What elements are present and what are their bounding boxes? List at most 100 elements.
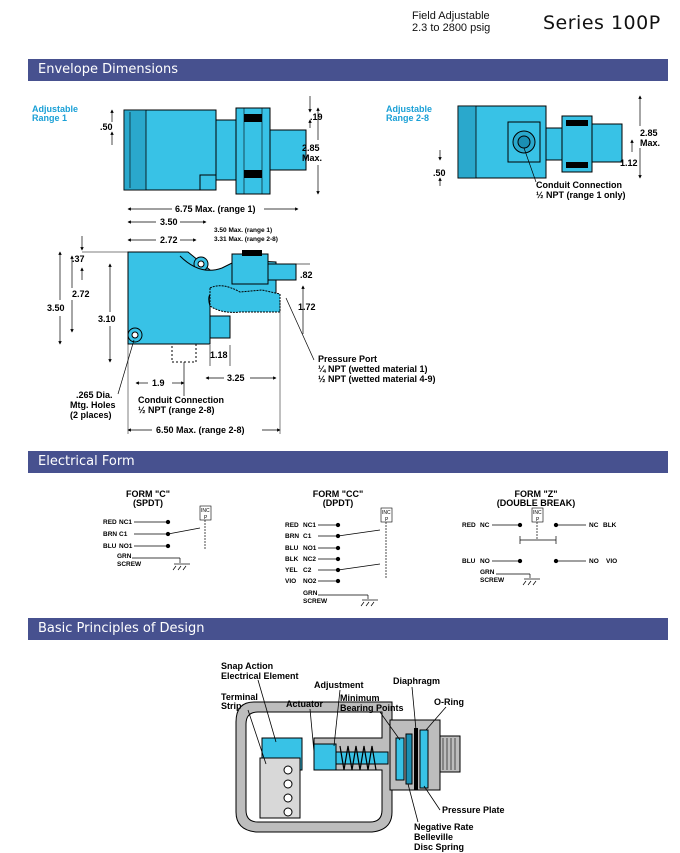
conduit-bot-1: Conduit Connection: [138, 395, 224, 405]
form-cc-grn: GRN: [303, 590, 318, 597]
conduit-top-2: ½ NPT (range 1 only): [536, 190, 626, 200]
range1-label-1: Adjustable: [32, 104, 78, 114]
form-z-inc: INC: [533, 510, 542, 516]
label-minimum-2: Bearing Points: [340, 703, 404, 713]
form-z-title: FORM "Z": [514, 489, 557, 499]
form-cc-row-6-color: VIO: [285, 578, 296, 585]
terminal-strip: [259, 757, 301, 819]
section-electrical-form: Electrical Form: [28, 451, 668, 473]
form-z-no-right: NO: [589, 558, 599, 565]
dim-50b: .50: [433, 168, 446, 178]
form-z-nc-left: NC: [480, 522, 490, 529]
label-oring: O-Ring: [434, 697, 464, 707]
form-cc-row-6-term: NO2: [303, 578, 317, 585]
dim-650: 6.50 Max. (range 2-8): [156, 425, 245, 435]
range28-label-1: Adjustable: [386, 104, 432, 114]
dim-350: 3.50: [160, 217, 178, 227]
form-z-nc-right: NC: [589, 522, 599, 529]
form-c-row-2-term: C1: [119, 531, 128, 538]
form-cc-row-2-color: BRN: [285, 533, 299, 540]
form-c-row-2-color: BRN: [103, 531, 117, 538]
dim-172: 1.72: [298, 302, 316, 312]
series-title: Series 100P: [543, 12, 661, 34]
form-z-p: P: [536, 517, 540, 523]
label-negative-2: Belleville: [414, 832, 453, 842]
range28-switch-body: [457, 105, 623, 179]
form-z-red: RED: [462, 522, 476, 529]
dim-82: .82: [300, 270, 313, 280]
form-c-inc: INC: [201, 508, 210, 514]
form-c-screw: SCREW: [117, 561, 142, 568]
dim-272: 2.72: [160, 235, 178, 245]
form-z-blk: BLK: [603, 522, 617, 529]
label-terminal-1: Terminal: [221, 692, 258, 702]
form-z-screw: SCREW: [480, 577, 505, 584]
holes-2: Mtg. Holes: [70, 400, 116, 410]
pressure-port-2: ¼ NPT (wetted material 1): [318, 364, 428, 374]
label-actuator: Actuator: [286, 699, 323, 709]
main-switch-body: [127, 250, 297, 363]
label-pressure-plate: Pressure Plate: [442, 805, 505, 815]
label-terminal-2: Strip: [221, 701, 242, 711]
dim-675: 6.75 Max. (range 1): [175, 204, 256, 214]
dim-325: 3.25: [227, 373, 245, 383]
header-subtitle: Field Adjustable 2.3 to 2800 psig: [412, 10, 490, 34]
envelope-drawing: Adjustable Range 1 .50 .19 2.85 Max. Adj…: [32, 95, 660, 435]
form-c-grn: GRN: [117, 553, 132, 560]
form-c-row-3-term: NO1: [119, 543, 133, 550]
form-z-sub: (DOUBLE BREAK): [497, 498, 576, 508]
dim-285: 2.85: [302, 143, 320, 153]
form-z-no-left: NO: [480, 558, 490, 565]
form-cc-screw: SCREW: [303, 598, 328, 605]
dim-331: 3.31 Max. (range 2-8): [214, 236, 278, 243]
dim-112: 1.12: [620, 158, 638, 168]
form-c-row-3-color: BLU: [103, 543, 117, 550]
range1-switch-body: [123, 107, 307, 195]
conduit-bot-2: ½ NPT (range 2-8): [138, 405, 215, 415]
form-cc-row-1-term: NC1: [303, 522, 316, 529]
form-c-sub: (SPDT): [133, 498, 163, 508]
label-negative-1: Negative Rate: [414, 822, 474, 832]
dim-350-range1: 3.50 Max. (range 1): [214, 227, 272, 234]
leader-lines: [247, 679, 447, 823]
form-c-title: FORM "C": [126, 489, 170, 499]
header-line2: 2.3 to 2800 psig: [412, 22, 491, 34]
pressure-port-3: ½ NPT (wetted material 4-9): [318, 374, 436, 384]
label-snap-2: Electrical Element: [221, 671, 299, 681]
form-c-row-1-term: NC1: [119, 519, 132, 526]
label-negative-3: Disc Spring: [414, 842, 464, 852]
dim-118: 1.18: [210, 350, 228, 360]
dim-19: .19: [310, 112, 323, 122]
form-cc-row-4-color: BLK: [285, 556, 299, 563]
form-c-row-1-color: RED: [103, 519, 117, 526]
form-cc-inc: INC: [382, 510, 391, 516]
holes-1: .265 Dia.: [76, 390, 113, 400]
section-envelope-dimensions: Envelope Dimensions: [28, 59, 668, 81]
label-minimum-1: Minimum: [340, 693, 380, 703]
range1-label-2: Range 1: [32, 113, 67, 123]
form-cc-row-3-term: NO1: [303, 545, 317, 552]
form-cc-row-5-color: YEL: [285, 567, 298, 574]
dim-max: Max.: [302, 153, 322, 163]
form-cc-row-4-term: NC2: [303, 556, 316, 563]
form-cc-sub: (DPDT): [323, 498, 354, 508]
form-z-grn: GRN: [480, 569, 495, 576]
dim-285b: 2.85: [640, 128, 658, 138]
dim-19h: 1.9: [152, 378, 165, 388]
label-adjustment: Adjustment: [314, 680, 364, 690]
label-diaphragm: Diaphragm: [393, 676, 440, 686]
form-cc-row-3-color: BLU: [285, 545, 299, 552]
form-c-p: P: [204, 515, 208, 521]
form-cc-title: FORM "CC": [313, 489, 364, 499]
form-z-blu: BLU: [462, 558, 476, 565]
actuator-assembly: [313, 728, 429, 790]
section-basic-principles: Basic Principles of Design: [28, 618, 668, 640]
dim-37: .37: [72, 254, 85, 264]
range28-label-2: Range 2-8: [386, 113, 429, 123]
dim-310: 3.10: [98, 314, 116, 324]
pressure-port-1: Pressure Port: [318, 354, 377, 364]
label-snap-1: Snap Action: [221, 661, 273, 671]
dim-350v: 3.50: [47, 303, 65, 313]
